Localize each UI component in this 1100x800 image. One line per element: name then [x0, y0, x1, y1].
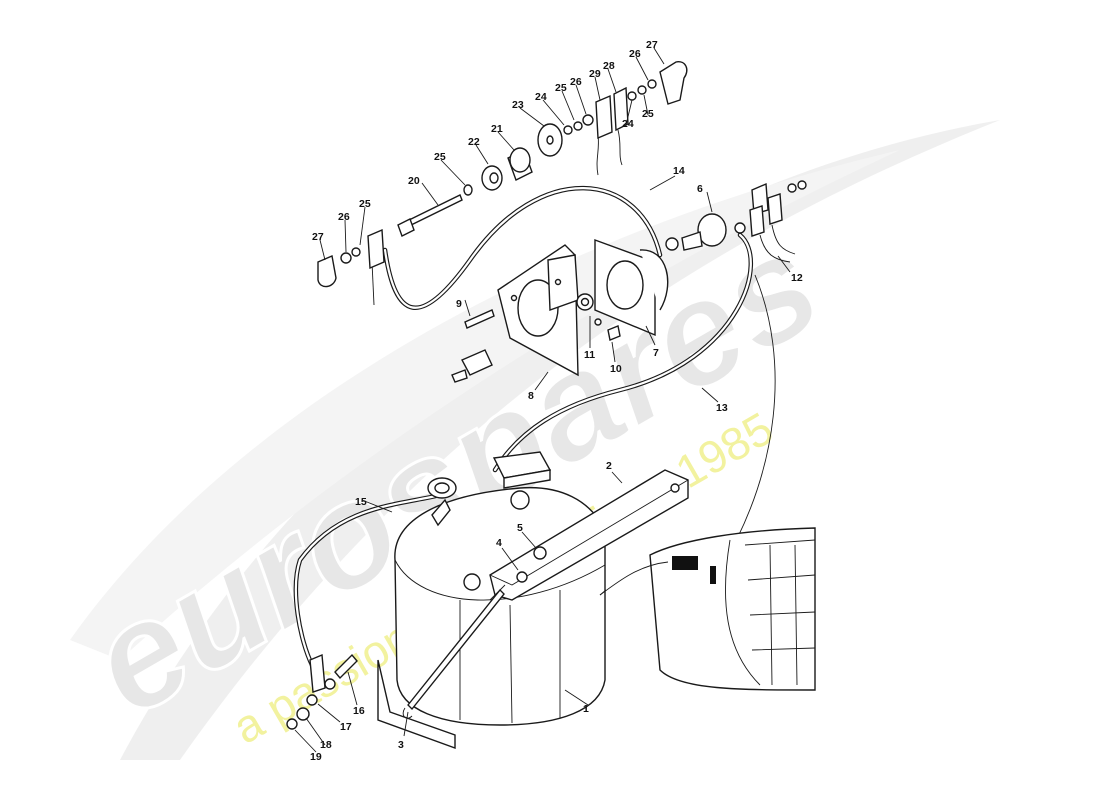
part-label-28: 28: [603, 60, 615, 72]
part-label-26b: 26: [570, 76, 582, 88]
part-label-6: 6: [697, 183, 703, 195]
part-label-2: 2: [606, 460, 612, 472]
part-label-27b: 27: [646, 39, 658, 51]
cable-13: [492, 232, 754, 473]
nut-4: [516, 571, 528, 583]
part-label-12: 12: [791, 272, 803, 284]
bracket-8: [497, 244, 579, 377]
part-label-11: 11: [584, 349, 595, 361]
battery-location-marker: [672, 556, 698, 570]
cable-14: [382, 185, 663, 310]
part-label-17a: 17: [340, 721, 352, 733]
terminal-clamp: [427, 477, 457, 527]
battery-terminal: [510, 490, 530, 510]
washer-23: [537, 123, 563, 157]
terminals-12: [749, 180, 807, 263]
part-label-21: 21: [491, 123, 503, 135]
part-label-8: 8: [528, 390, 534, 402]
part-label-1: 1: [583, 703, 589, 715]
part-label-20: 20: [408, 175, 420, 187]
part-label-7: 7: [653, 347, 659, 359]
part-label-4: 4: [496, 537, 502, 549]
part-label-3: 3: [398, 739, 404, 751]
flange-plate-7: [594, 238, 669, 337]
watermark-swoosh: [120, 120, 1000, 760]
part-label-26c: 26: [629, 48, 641, 60]
part-label-9: 9: [456, 298, 462, 310]
part-label-19: 19: [310, 751, 322, 763]
battery-vent-cap: [463, 573, 481, 591]
part-label-10: 10: [610, 363, 622, 375]
switch-6: [665, 213, 746, 251]
watermark-swoosh-2: [70, 150, 900, 660]
cable-15: [293, 492, 443, 668]
part-label-25b: 25: [359, 198, 371, 210]
washers-17-18-19: [286, 653, 326, 730]
part-number-labels: 1 2 3 4 5 6 7 8 9 10 11 12 13 14 15 16 1…: [310, 39, 803, 763]
part-label-29: 29: [589, 68, 601, 80]
part-label-14: 14: [673, 165, 685, 177]
j-rod: [402, 584, 506, 719]
terminal-left: [340, 228, 385, 270]
battery-tray: [377, 659, 456, 749]
switch-location-marker: [710, 566, 716, 584]
washer-25-left: [463, 184, 473, 196]
part-label-23: 23: [512, 99, 524, 111]
part-label-25c: 25: [555, 82, 567, 94]
boot-27-left: [317, 255, 337, 288]
part-label-22: 22: [468, 136, 480, 148]
part-label-24a: 24: [535, 91, 547, 103]
part-label-24b: 24: [622, 118, 634, 130]
washers-24-25-26-top: [563, 79, 657, 135]
part-label-13: 13: [716, 402, 728, 414]
part-label-26a: 26: [338, 211, 350, 223]
car-body-inset: [599, 527, 816, 691]
part-label-27a: 27: [312, 231, 324, 243]
spacer-22: [481, 165, 503, 191]
boot-27-top: [659, 61, 688, 105]
part-label-15: 15: [355, 496, 367, 508]
part-label-25d: 25: [642, 108, 654, 120]
leader-lines: [294, 47, 791, 753]
bolt-9: [464, 309, 495, 329]
part-label-18: 18: [320, 739, 332, 751]
washer-5: [533, 546, 547, 560]
stud-20: [397, 194, 463, 237]
part-label-5: 5: [517, 522, 523, 534]
part-label-25a: 25: [434, 151, 446, 163]
bolt-10: [594, 318, 621, 341]
lower-bracket: [451, 349, 493, 383]
terminals-28-29: [595, 86, 629, 140]
bolt-16: [324, 653, 358, 690]
washer-11: [576, 293, 594, 311]
part-label-16: 16: [353, 705, 365, 717]
insulator-21: [507, 147, 533, 181]
foam-pad: [492, 451, 552, 489]
